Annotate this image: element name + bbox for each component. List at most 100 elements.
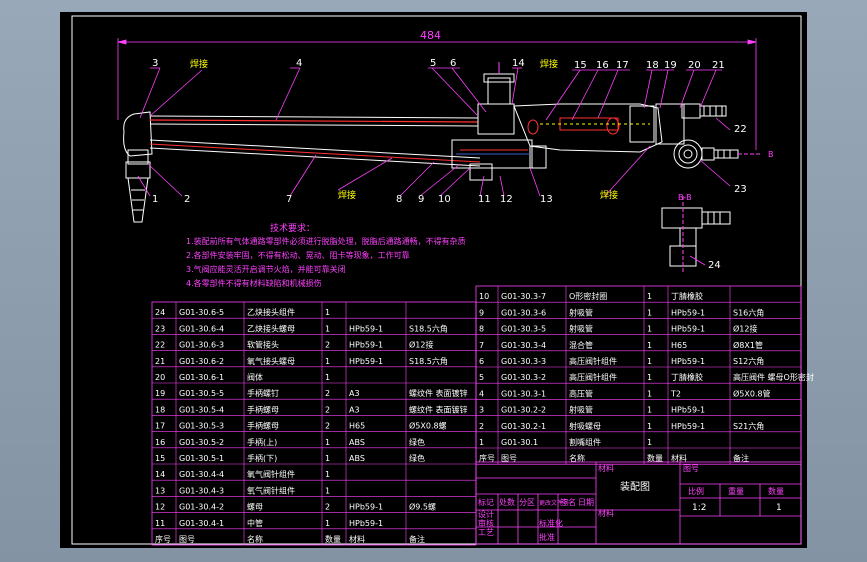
- tech-req-item-2: 2.各部件安装牢固，不得有松动、晃动、阻卡等现象，工作可靠: [186, 250, 410, 260]
- bom-left-cell: 乙炔接头组件: [247, 307, 295, 317]
- bom-right-cell: 1: [479, 438, 484, 447]
- bom-right-cell: G01-30.3-2: [501, 373, 546, 382]
- bom-left-cell: 螺母: [247, 502, 263, 512]
- arrow-b-label: B: [768, 150, 774, 159]
- bom-left-cell: 1: [325, 486, 330, 495]
- tech-req-item-4: 4.各零部件不得有材料缺陷和机械损伤: [186, 278, 322, 288]
- bom-right-cell: 1: [647, 325, 652, 334]
- bom-left-cell: HPb59-1: [349, 503, 383, 512]
- bom-left-cell: G01-30.5-2: [179, 438, 224, 447]
- title-top-label-left: 材料: [598, 463, 614, 473]
- bom-left-cell: G01-30.6-4: [179, 324, 224, 333]
- bom-left-cell: 手柄螺钉: [247, 388, 279, 398]
- bom-left-cell: 2: [325, 503, 330, 512]
- bom-left-cell: S18.5六角: [409, 323, 448, 333]
- balloon-15: 15: [574, 60, 587, 71]
- bom-left-cell: A3: [349, 405, 360, 414]
- bom-left-cell: G01-30.5-5: [179, 389, 224, 398]
- nozzle-head: [123, 111, 153, 223]
- bom-right-cell: Ø12接: [733, 324, 757, 334]
- bom-left-cell: 13: [155, 486, 165, 495]
- bom-right-cell: S12六角: [733, 356, 764, 366]
- bom-left-cell: 1: [325, 357, 330, 366]
- bom-right-cell: G01-30.1: [501, 438, 538, 447]
- bom-left-cell: 18: [155, 405, 165, 414]
- bom-left-cell: Ø5X0.8螺: [409, 421, 447, 431]
- balloon-2: 2: [184, 194, 190, 205]
- bom-right-cell: 射吸管: [569, 405, 593, 415]
- bom-left-cell: G01-30.5-1: [179, 454, 224, 463]
- bom-right-cell: O形密封圈: [569, 291, 607, 301]
- bom-left-cell: 软管接头: [247, 340, 279, 350]
- title-top-label-right: 图号: [683, 464, 699, 473]
- bom-left-cell: 2: [325, 405, 330, 414]
- bom-left-cell: G01-30.4-4: [179, 470, 224, 479]
- bom-left-cell: 阀体: [247, 372, 263, 382]
- sign-label-0: 标记: [478, 497, 494, 507]
- weld-label-4: 焊接: [600, 189, 618, 201]
- weld-label-2: 焊接: [540, 58, 558, 70]
- bom-left-cell: 1: [325, 519, 330, 528]
- bom-left-cell: ABS: [349, 438, 365, 447]
- bom-left-cell: 乙炔接头螺母: [247, 323, 295, 333]
- bom-left-cell: 1: [325, 324, 330, 333]
- bom-left-header-cell: 图号: [179, 535, 195, 544]
- weld-label-3: 焊接: [338, 189, 356, 201]
- balloon-13: 13: [540, 194, 553, 205]
- balloon-10: 10: [438, 194, 451, 205]
- balloon-17: 17: [616, 60, 629, 71]
- balloon-4: 4: [296, 58, 302, 69]
- balloon-6: 6: [450, 58, 456, 69]
- bom-left-cell: 1: [325, 373, 330, 382]
- bom-left-cell: 氧气接头螺母: [247, 356, 295, 366]
- bom-right-cell: HPb59-1: [671, 422, 705, 431]
- role-label-3: 标准化: [539, 518, 563, 528]
- bom-right-cell: G01-30.2-2: [501, 406, 546, 415]
- bom-left-cell: 20: [155, 373, 165, 382]
- material-label: 材料: [598, 508, 614, 518]
- tech-req-item-1: 1.装配前所有气体通路零部件必须进行脱脂处理，脱脂后通路通畅，不得有杂质: [186, 236, 466, 246]
- bom-right-cell: 高压阀针组件: [569, 356, 617, 366]
- bom-right-cell: 1: [647, 389, 652, 398]
- bom-right-cell: 混合管: [569, 340, 593, 350]
- bom-left-cell: 21: [155, 357, 165, 366]
- bom-right-cell: HPb59-1: [671, 325, 705, 334]
- mixing-body: [451, 62, 547, 181]
- bom-left-cell: HPb59-1: [349, 324, 383, 333]
- bom-left-cell: 1: [325, 454, 330, 463]
- title-block: [475, 461, 802, 545]
- section-bb: [661, 196, 731, 272]
- balloon-5: 5: [430, 58, 436, 69]
- bom-right-cell: 割嘴组件: [569, 437, 601, 447]
- bom-right-cell: HPb59-1: [671, 308, 705, 317]
- bom-right-cell: 5: [479, 373, 484, 382]
- balloon-18: 18: [646, 60, 659, 71]
- overall-dimension-value: 484: [420, 29, 441, 42]
- balloon-22: 22: [734, 124, 747, 135]
- bom-left-cell: 16: [155, 438, 165, 447]
- title-col-label-qty: 数量: [768, 486, 784, 496]
- balloon-3: 3: [152, 58, 158, 69]
- bom-right-cell: G01-30.3-4: [501, 341, 546, 350]
- bom-right-cell: 4: [479, 389, 484, 398]
- upper-tube: [149, 115, 479, 127]
- bom-right-cell: 1: [647, 308, 652, 317]
- weld-label-1: 焊接: [190, 58, 208, 70]
- bom-left-cell: G01-30.5-4: [179, 405, 224, 414]
- bom-left-cell: G01-30.4-2: [179, 503, 224, 512]
- bom-right-cell: H65: [671, 341, 687, 350]
- bom-left-cell: 22: [155, 341, 165, 350]
- bom-right-cell: 高压阀件 螺母O形密封: [733, 372, 814, 382]
- bom-right-cell: 9: [479, 308, 484, 317]
- handle: [513, 103, 663, 153]
- bom-right-cell: G01-30.3-6: [501, 308, 546, 317]
- role-label-4: 批准: [539, 532, 555, 542]
- bom-left-header-cell: 序号: [155, 534, 171, 544]
- bom-left-cell: G01-30.6-1: [179, 373, 224, 382]
- balloon-1: 1: [152, 194, 158, 205]
- bom-right-cell: 10: [479, 292, 489, 301]
- bom-left-cell: H65: [349, 422, 365, 431]
- bom-left-cell: 绿色: [409, 437, 425, 447]
- bom-left-header-cell: 名称: [247, 534, 263, 544]
- bom-left-cell: 11: [155, 519, 165, 528]
